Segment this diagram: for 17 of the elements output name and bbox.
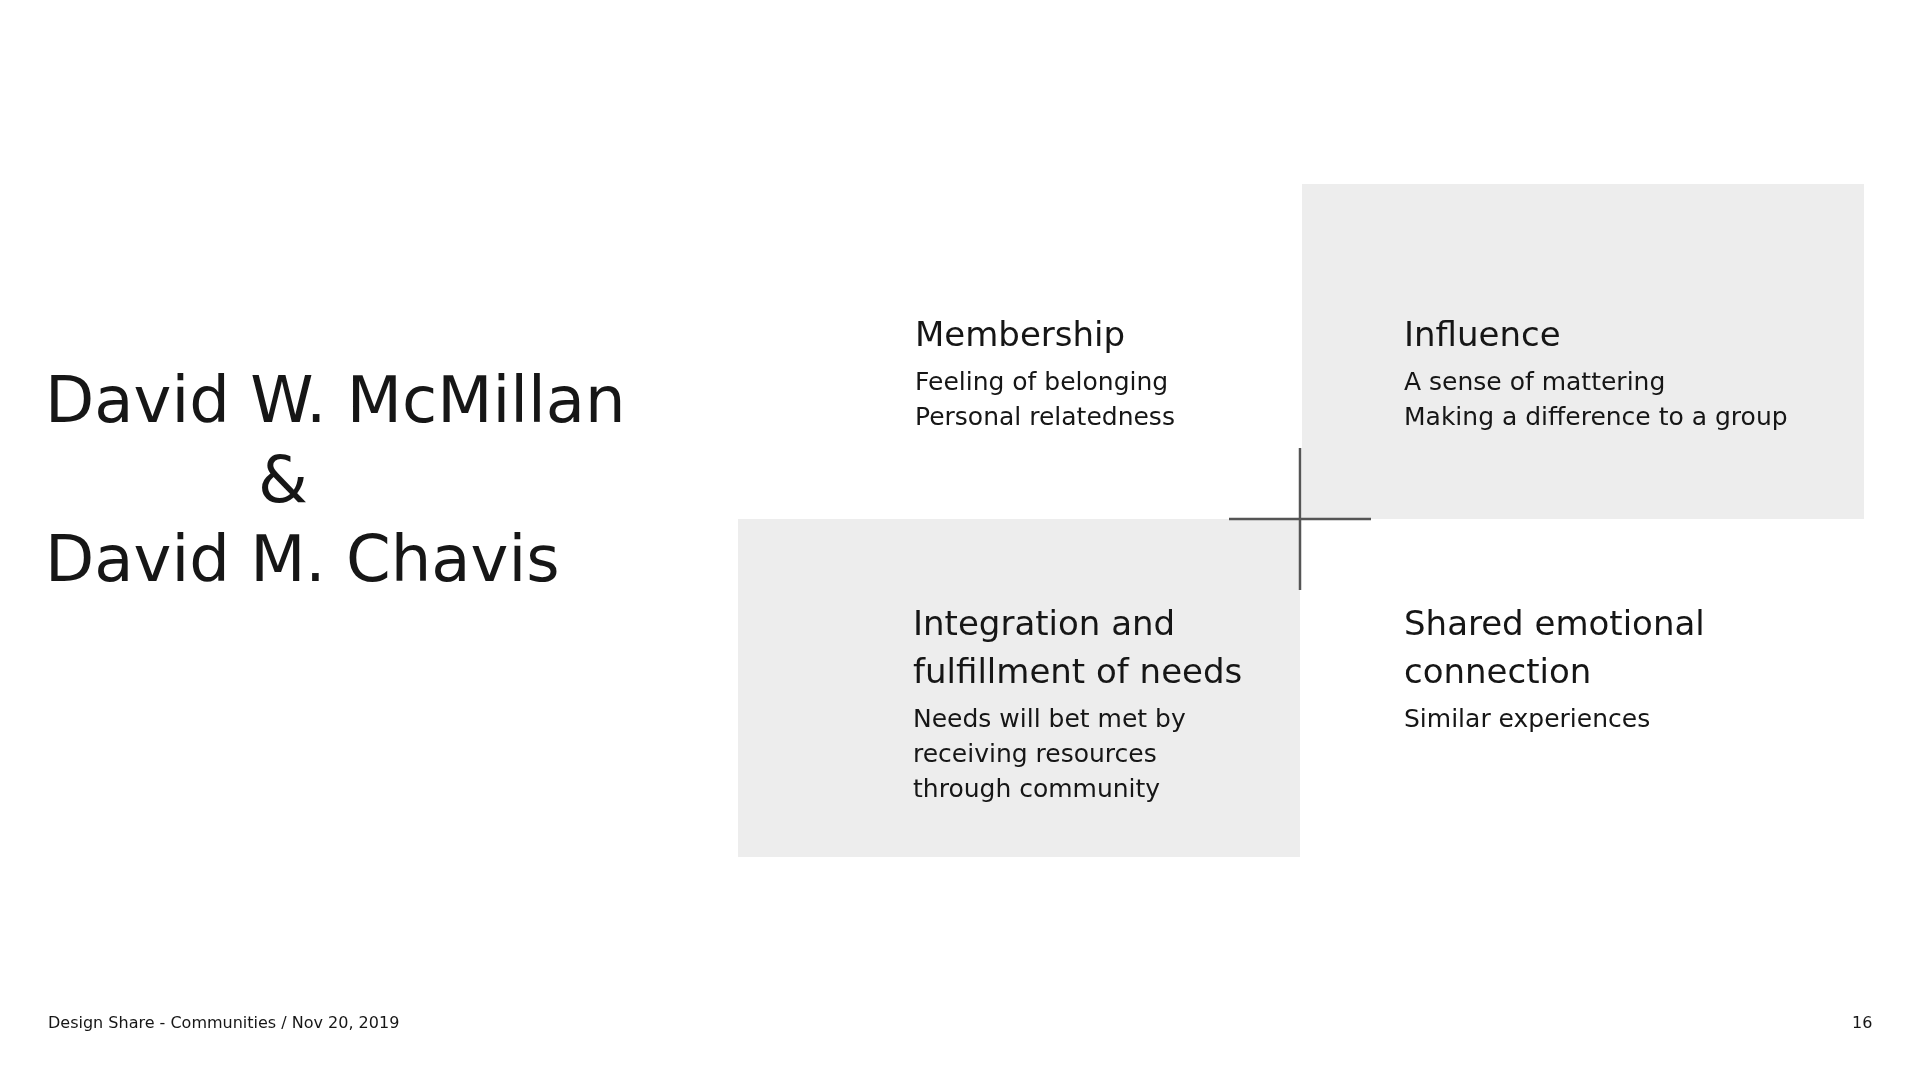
quadrant-heading: Influence — [1404, 313, 1562, 356]
footer-text: Design Share - Communities / Nov 20, 2019 — [48, 1013, 400, 1033]
page-number: 16 — [1852, 1013, 1873, 1033]
quadrant-description: Making a difference to a group — [1404, 401, 1789, 433]
quadrant-heading: Integration and fulfillment of needs — [913, 602, 1244, 693]
quadrant-description: Needs will bet met by receiving resources through community — [913, 703, 1187, 805]
author-name: David W. McMillan — [45, 362, 626, 439]
author-name: David M. Chavis — [45, 521, 560, 598]
quadrant-heading: Shared emotional connection — [1404, 602, 1706, 693]
quadrant-description: Personal relatedness — [915, 401, 1176, 433]
quadrant-panel — [1302, 184, 1864, 519]
quadrant-description: A sense of mattering — [1404, 366, 1667, 398]
quadrant-heading: Membership — [915, 313, 1127, 356]
quadrant-description: Similar experiences — [1404, 703, 1652, 735]
ampersand: & — [258, 442, 308, 519]
quadrant-panel — [738, 519, 1300, 857]
quadrant-description: Feeling of belonging — [915, 366, 1170, 398]
